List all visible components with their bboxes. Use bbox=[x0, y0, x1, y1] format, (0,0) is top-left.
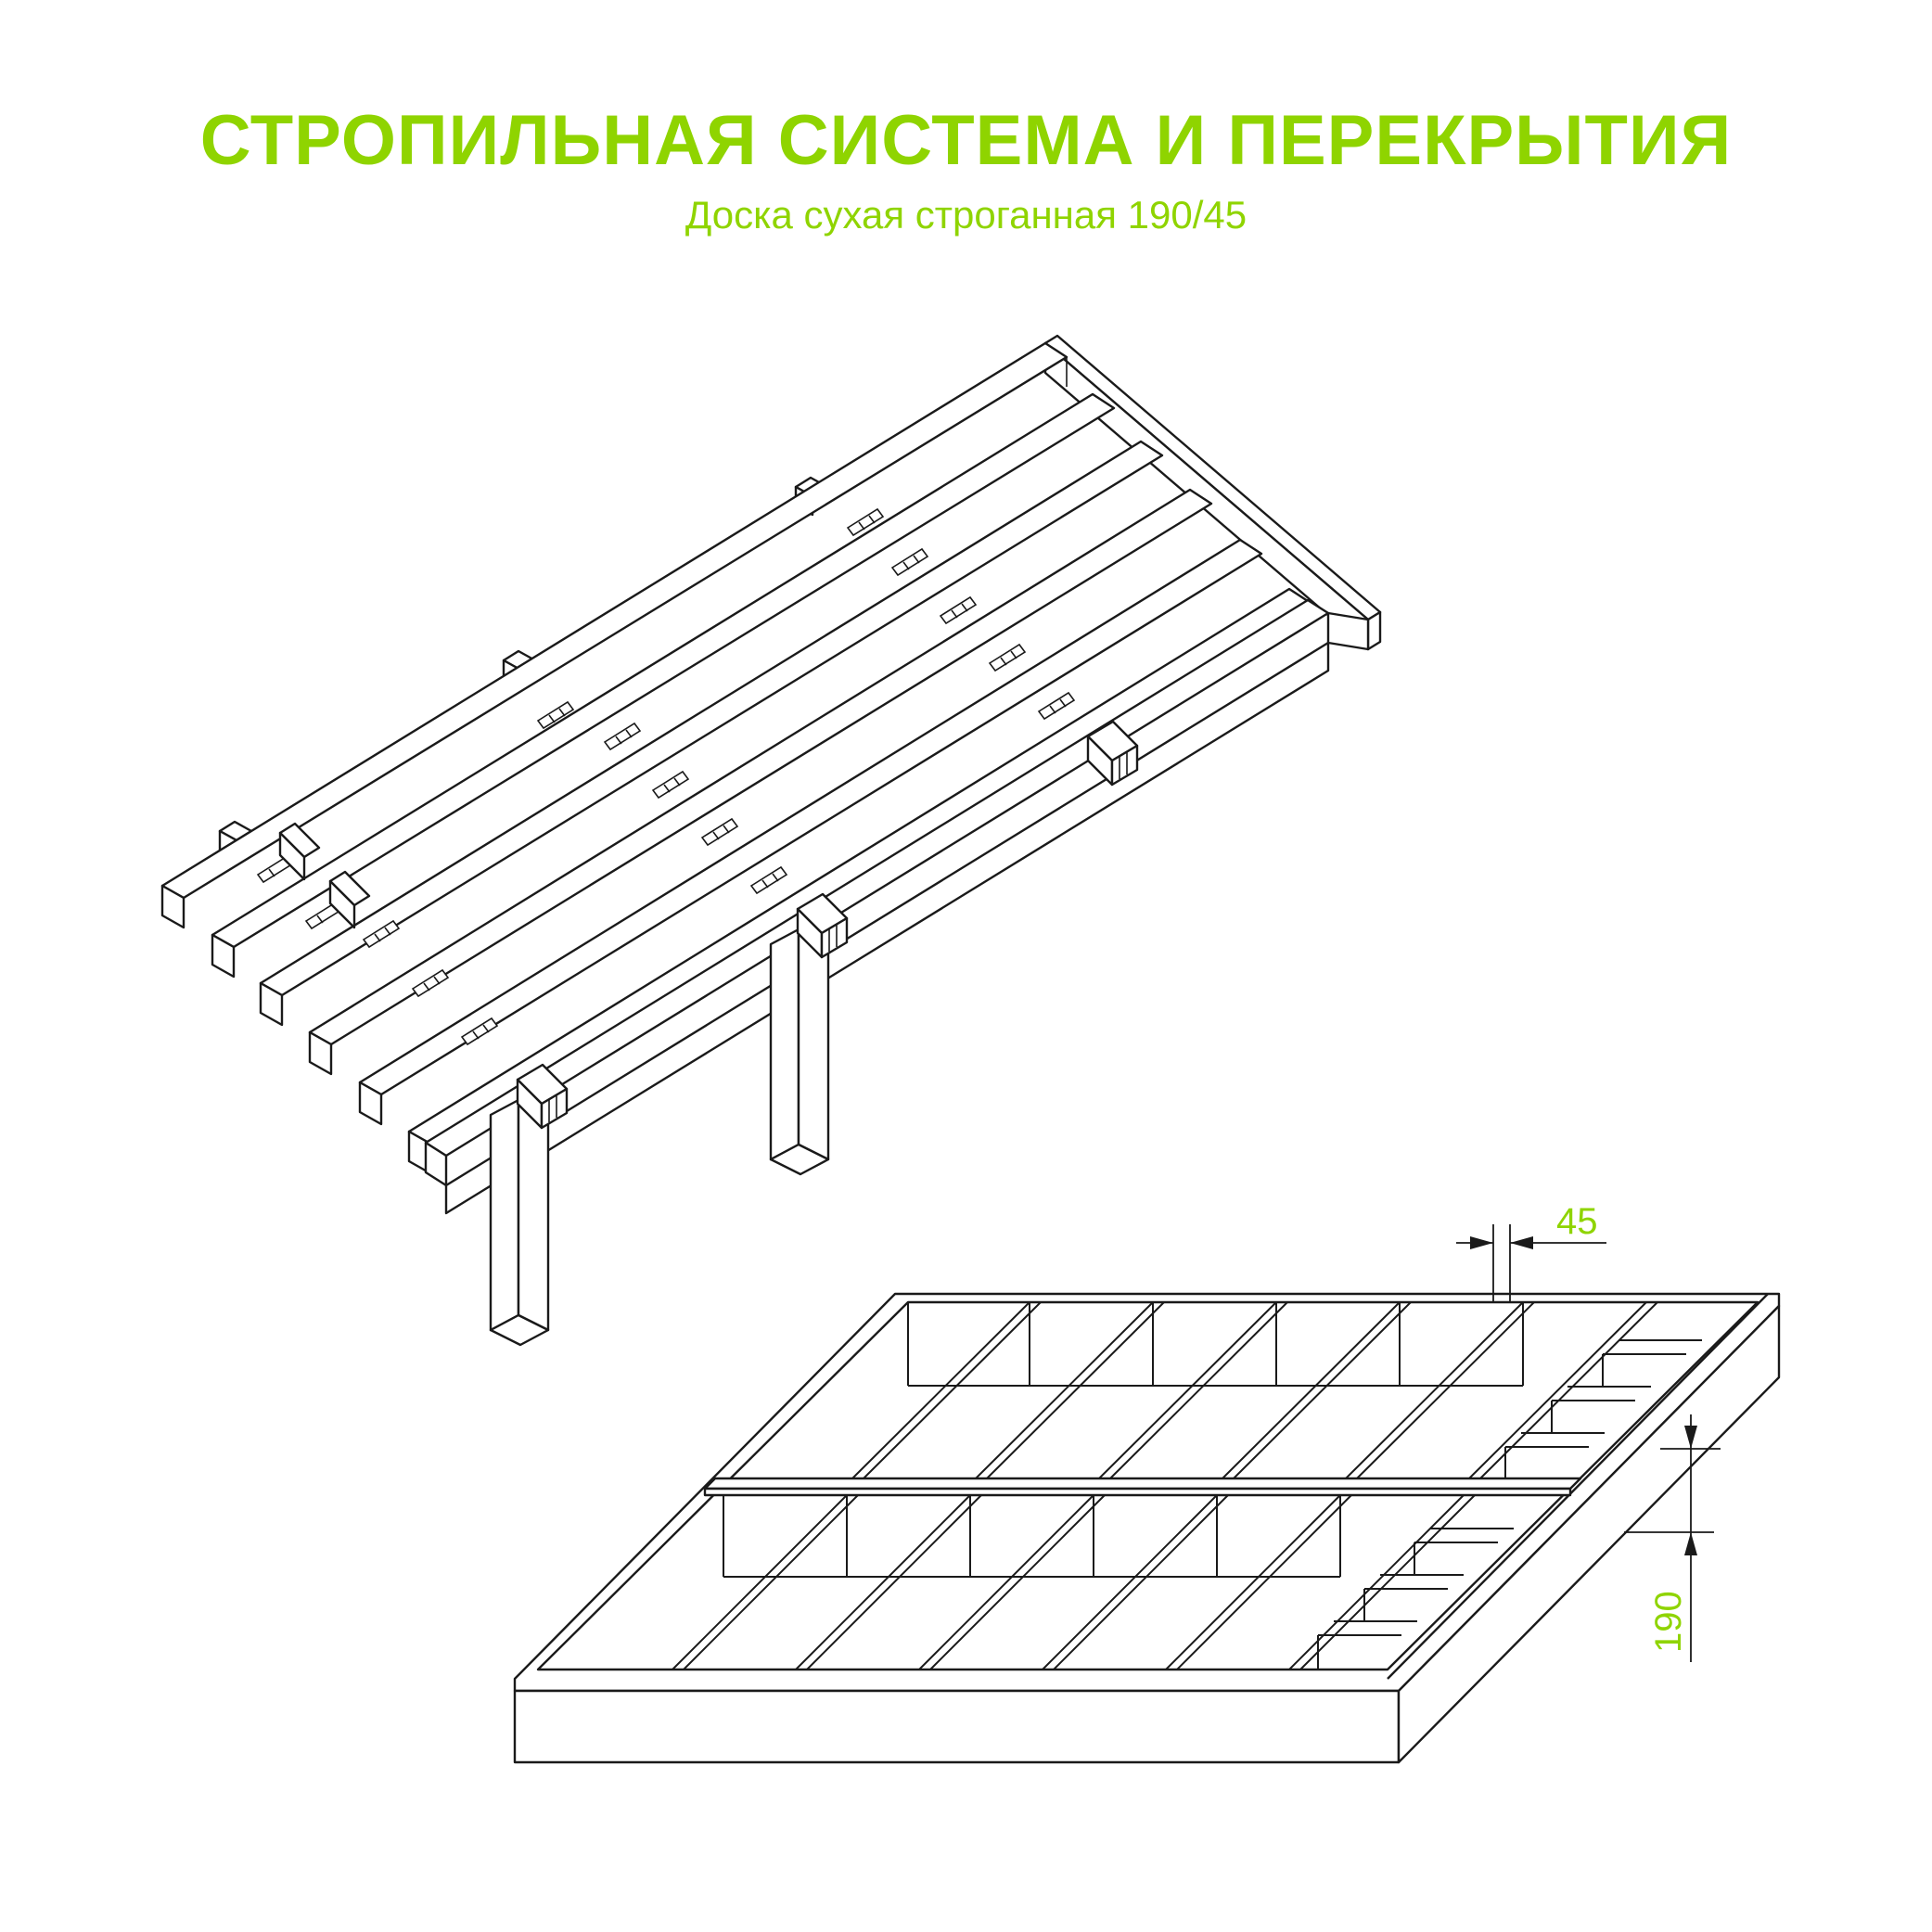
dimension-190: 190 bbox=[1624, 1414, 1721, 1662]
rafter-1 bbox=[160, 341, 1068, 929]
joists-front bbox=[672, 1494, 1476, 1670]
rafter-system bbox=[160, 334, 1382, 1347]
rafter-3 bbox=[259, 440, 1164, 1027]
page-title: СТРОПИЛЬНАЯ СИСТЕМА И ПЕРЕКРЫТИЯ bbox=[199, 101, 1733, 180]
dimension-190-label: 190 bbox=[1648, 1591, 1689, 1653]
side-blocking bbox=[1317, 1339, 1702, 1670]
floor-frame bbox=[513, 1292, 1781, 1764]
front-post-left bbox=[489, 1063, 569, 1347]
rafter-2 bbox=[211, 392, 1116, 979]
joists-back bbox=[851, 1301, 1658, 1479]
rafter-5 bbox=[358, 538, 1263, 1126]
end-bracing bbox=[278, 822, 371, 929]
front-post-right bbox=[769, 892, 849, 1176]
dimension-45: 45 bbox=[1456, 1201, 1606, 1302]
back-post-right bbox=[1086, 720, 1139, 787]
center-beam bbox=[703, 1477, 1582, 1497]
front-beam bbox=[444, 611, 1370, 1215]
dimension-45-label: 45 bbox=[1556, 1201, 1598, 1242]
page-subtitle: Доска сухая строганная 190/45 bbox=[685, 193, 1247, 237]
bridging-blocks bbox=[256, 507, 1076, 1046]
rafter-4 bbox=[308, 488, 1213, 1076]
